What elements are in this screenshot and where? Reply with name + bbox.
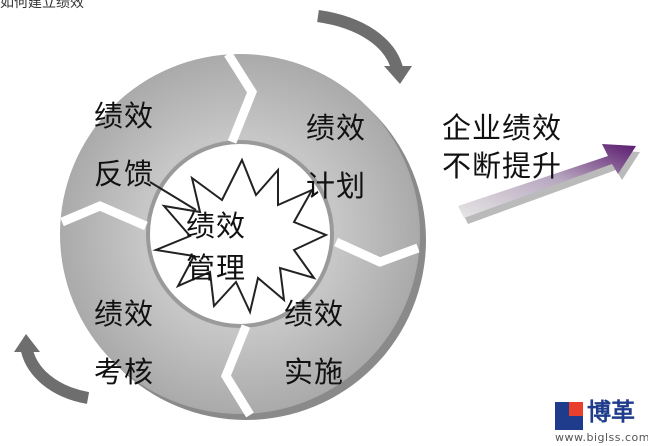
implement-line2: 实施 bbox=[284, 355, 345, 389]
improvement-arrow-icon bbox=[458, 144, 640, 224]
feedback-line2: 反馈 bbox=[94, 157, 155, 191]
ring-center-edge bbox=[146, 140, 334, 328]
plan-line2: 计划 bbox=[306, 169, 367, 203]
center-starburst bbox=[152, 157, 329, 316]
feedback-line1: 绩效 bbox=[94, 99, 155, 133]
divider-right bbox=[334, 237, 420, 267]
evaluate-line1: 绩效 bbox=[94, 297, 155, 331]
logo-brand: 博革 bbox=[587, 398, 635, 426]
improvement-line2: 不断提升 bbox=[442, 149, 563, 183]
plan-line1: 绩效 bbox=[306, 111, 367, 145]
segment-dividers bbox=[60, 51, 420, 418]
header-fragment: 如何建立绩效 bbox=[0, 0, 84, 11]
divider-left bbox=[60, 201, 148, 231]
logo-mark-accent bbox=[569, 402, 583, 416]
curved-arrow-top-right-icon bbox=[317, 10, 412, 84]
logo-url: www.biglss.com bbox=[555, 431, 648, 444]
divider-top bbox=[224, 51, 258, 144]
divider-bottom bbox=[220, 324, 254, 418]
brand-logo: 博革 www.biglss.com bbox=[555, 398, 648, 444]
implement-line1: 绩效 bbox=[284, 297, 345, 331]
center-line1: 绩效 bbox=[186, 209, 247, 243]
evaluate-line2: 考核 bbox=[94, 355, 155, 389]
improvement-line1: 企业绩效 bbox=[442, 111, 563, 145]
curved-arrow-bottom-left-icon bbox=[14, 334, 90, 404]
center-line2: 管理 bbox=[186, 251, 247, 285]
feedback-pointer-line bbox=[149, 181, 197, 211]
